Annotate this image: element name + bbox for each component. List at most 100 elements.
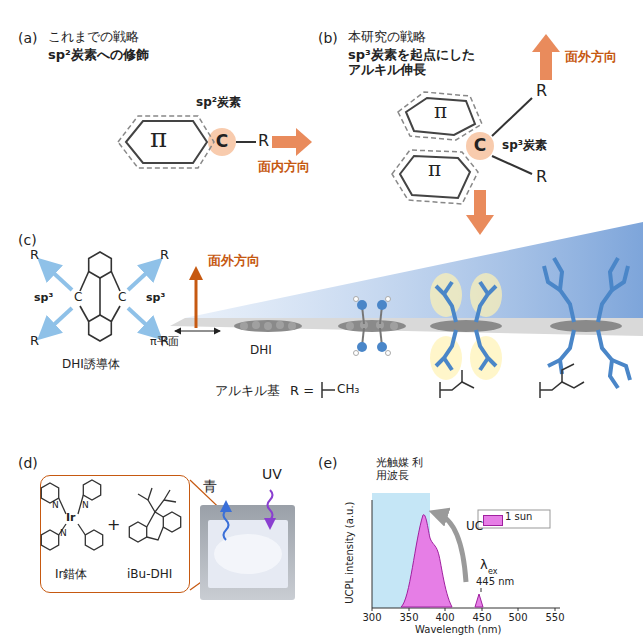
spectrum-plot	[555, 608, 556, 611]
text-label: (d)	[18, 455, 38, 471]
text-label: UV	[262, 466, 282, 482]
cuvette-photo	[214, 534, 282, 574]
text-label: 面外方向	[208, 254, 260, 269]
molecule-models	[612, 360, 630, 380]
alkyl-group-structures	[562, 364, 574, 382]
atom-circle: C	[208, 128, 236, 156]
text-label: R	[160, 248, 169, 263]
legend-text: 1 sun	[505, 511, 532, 523]
node-text: C	[466, 136, 494, 156]
molecule-models	[377, 342, 387, 352]
spectrum-plot	[475, 594, 483, 607]
text-label: sp²炭素への修飾	[48, 48, 149, 63]
spectrum-plot	[445, 608, 446, 611]
ibu-dhi-structure	[163, 512, 180, 532]
panel-a-drawing	[296, 128, 312, 156]
text-label: sp²炭素	[196, 96, 241, 110]
text-label: 青	[203, 478, 217, 494]
text-label: 350	[394, 612, 424, 624]
dhi-derivative-structure	[111, 306, 120, 322]
spectrum-plot	[438, 514, 466, 582]
molecule-models	[357, 300, 367, 310]
spectrum-plot	[518, 608, 519, 611]
text-label: sp³炭素	[502, 139, 547, 153]
molecule-models	[338, 320, 406, 332]
panel-b-drawing	[492, 98, 532, 136]
text-label: DHI	[250, 344, 272, 358]
molecule-models	[386, 351, 391, 356]
molecule-models	[548, 360, 560, 366]
molecule-models	[234, 320, 302, 332]
text-label: (a)	[18, 30, 38, 46]
cuvette-photo	[200, 505, 295, 600]
text-label: R	[536, 82, 547, 100]
text-label: (b)	[318, 30, 338, 46]
panel-b-drawing	[392, 150, 478, 204]
molecule-models	[480, 282, 488, 294]
dhi-derivative-structure	[111, 272, 120, 292]
panel-a-drawing	[236, 141, 256, 143]
text-label: π	[434, 100, 447, 123]
text-label: アルキル基	[215, 384, 280, 399]
cuvette-photo	[224, 510, 229, 540]
text-label: π	[150, 124, 167, 154]
alkyl-group-structures	[322, 389, 335, 391]
ir-complex-structure	[59, 498, 66, 514]
panel-b-drawing	[532, 34, 560, 52]
ibu-dhi-structure	[147, 512, 164, 527]
spectrum-plot	[481, 588, 482, 592]
panel-a-drawing	[126, 121, 207, 163]
ir-complex-structure	[78, 524, 85, 535]
text-label: UC	[466, 520, 483, 534]
out-of-plane-wedge	[185, 222, 643, 318]
out-of-plane-wedge	[170, 222, 643, 336]
text-label: 400	[430, 612, 460, 624]
dhi-derivative-structure	[89, 315, 112, 341]
alkyl-group-structures	[540, 382, 584, 390]
molecule-models	[550, 320, 622, 332]
text-label: R	[536, 168, 547, 186]
panel-b-drawing	[492, 156, 532, 174]
spectrum-plot	[409, 608, 410, 611]
cuvette-photo	[190, 480, 295, 600]
dhi-derivative-structure	[89, 252, 112, 278]
molecule-models	[386, 297, 391, 302]
text-label: π平面	[150, 336, 179, 349]
text-label: 300	[357, 612, 387, 624]
text-label: R	[258, 132, 269, 150]
molecule-models	[390, 322, 398, 330]
spectrum-plot	[372, 608, 373, 611]
substituent-direction-arrows	[46, 266, 154, 332]
panel-b-drawing	[398, 92, 482, 140]
text-label: 445 nm	[476, 576, 514, 588]
node-text: +	[107, 516, 120, 534]
out-of-plane-wedge	[175, 330, 220, 331]
text-label: (c)	[18, 232, 37, 248]
cuvette-photo	[268, 490, 273, 520]
spectrum-plot	[372, 500, 373, 608]
molecule-models	[480, 358, 488, 370]
panel-b-drawing	[400, 156, 470, 198]
text-label: 550	[540, 612, 570, 624]
dhi-derivative-structure	[80, 272, 89, 292]
alkyl-group-structures	[440, 382, 474, 390]
text-label: ex	[488, 567, 498, 576]
legend-swatch	[483, 515, 503, 526]
spectrum-plot	[482, 608, 483, 611]
substituent-direction-arrows	[128, 308, 154, 332]
spectrum-plot	[478, 510, 550, 528]
panel-b-drawing	[406, 98, 475, 135]
text-label: 面外方向	[565, 50, 617, 65]
text-label: N	[52, 500, 59, 510]
molecule-models	[430, 336, 462, 380]
atom-circle: C	[466, 132, 494, 160]
molecule-models	[264, 322, 272, 330]
molecule-models	[444, 358, 452, 370]
dhi-derivative-structure	[99, 278, 101, 315]
text-label: 500	[503, 612, 533, 624]
text-label: R	[30, 248, 39, 263]
node-text: iBu-DHI	[127, 568, 172, 582]
alkyl-group-structures	[461, 370, 463, 382]
text-label: sp³	[34, 292, 53, 305]
ibu-dhi-structure	[138, 494, 148, 500]
